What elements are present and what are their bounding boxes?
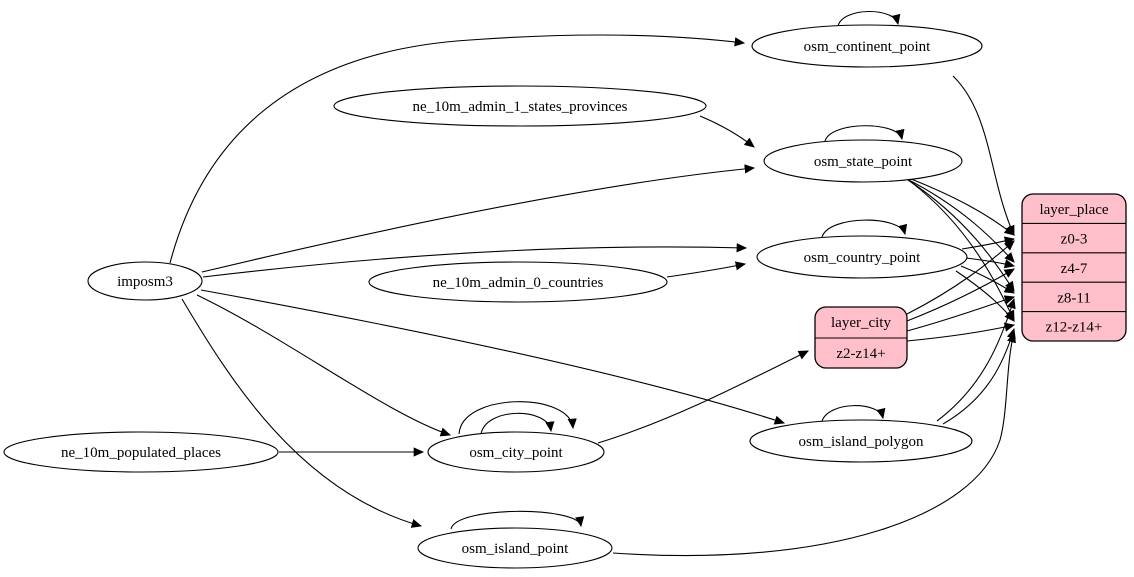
ne_10m_populated_places-label: ne_10m_populated_places <box>61 445 221 461</box>
edge-osm_island_polygon-z12-z14 <box>942 327 1016 425</box>
edge-layer_city-z4-7 <box>906 268 1015 322</box>
edge-layer_city-z8-11 <box>906 295 1016 332</box>
edge-osm_continent_point-z0-3 <box>952 75 1015 237</box>
node-layer_city: layer_city z2-z14+ <box>814 306 908 369</box>
layer_place-row-z8-11: z8-11 <box>1057 291 1091 307</box>
osm_island_polygon-shape <box>749 419 973 463</box>
layer_city-title: layer_city <box>831 315 891 331</box>
selfloop-osm_island_point <box>450 510 585 530</box>
node-osm_island_polygon: osm_island_polygon <box>749 419 973 463</box>
node-imposm3: imposm3 <box>87 261 203 301</box>
node-ne_10m_populated_places: ne_10m_populated_places <box>3 431 279 473</box>
edge-osm_state_point-z0-3 <box>900 174 1015 236</box>
edge-osm_country_point-z0-3 <box>961 236 1016 250</box>
ne_10m_admin_1_states_provinces-shape <box>333 85 707 127</box>
edge-imposm3-osm_city_point <box>196 294 452 437</box>
osm_country_point-shape <box>756 235 968 279</box>
osm_island_point-shape <box>417 527 613 569</box>
osm_continent_point-label: osm_continent_point <box>804 39 931 55</box>
selfloop-osm_state_point <box>824 125 905 142</box>
edge-layer_city-z0-3 <box>906 240 1015 315</box>
edge-imposm3-osm_continent_point <box>169 34 746 264</box>
node-osm_city_point: osm_city_point <box>427 431 605 473</box>
osm_state_point-label: osm_state_point <box>814 154 913 170</box>
edge-osm_country_point-z12-z14 <box>955 270 1015 322</box>
edge-osm_island_point-z12-z14 <box>612 331 1016 557</box>
node-osm_country_point: osm_country_point <box>756 235 968 279</box>
imposm3-label: imposm3 <box>117 274 173 290</box>
osm_city_point-shape <box>427 431 605 473</box>
layer_city-row-z2-z14: z2-z14+ <box>836 346 885 362</box>
ne_10m_admin_0_countries-shape <box>368 261 668 303</box>
selfloop-osm_city_point-outer <box>458 401 577 435</box>
edge-imposm3-osm_island_point <box>181 298 423 528</box>
edge-osm_state_point-z8-11 <box>907 179 1015 292</box>
ne_10m_admin_0_countries-label: ne_10m_admin_0_countries <box>433 275 604 291</box>
node-osm_state_point: osm_state_point <box>763 139 963 183</box>
node-osm_continent_point: osm_continent_point <box>751 24 983 68</box>
edge-osm_country_point-z8-11 <box>960 265 1015 294</box>
osm_country_point-label: osm_country_point <box>804 250 921 266</box>
osm_island_point-label: osm_island_point <box>462 541 570 557</box>
edge-imposm3-osm_country_point <box>202 243 748 278</box>
node-ne_10m_admin_1_states_provinces: ne_10m_admin_1_states_provinces <box>333 85 707 127</box>
imposm3-shape <box>87 261 203 301</box>
edge-imposm3-osm_island_polygon <box>200 289 786 425</box>
edge-layer_city-z12-z14 <box>906 322 1016 342</box>
selfloop-osm_city_point-inner <box>480 412 555 435</box>
edge-osm_country_point-z4-7 <box>965 257 1016 269</box>
osm_island_polygon-label: osm_island_polygon <box>798 434 924 450</box>
layer_place-row-z12-z14: z12-z14+ <box>1046 320 1103 336</box>
node-ne_10m_admin_0_countries: ne_10m_admin_0_countries <box>368 261 668 303</box>
edge-group <box>169 10 1016 557</box>
osm_city_point-label: osm_city_point <box>469 445 563 461</box>
osm_continent_point-shape <box>751 24 983 68</box>
selfloop-osm_country_point <box>821 219 908 238</box>
edge-osm_state_point-z4-7 <box>904 177 1015 263</box>
node-osm_island_point: osm_island_point <box>417 527 613 569</box>
osm_state_point-shape <box>763 139 963 183</box>
ne_10m_populated_places-shape <box>3 431 279 473</box>
edge-imposm3-osm_state_point <box>201 164 756 273</box>
edge-ne_10m_admin_0_countries-osm_country_point <box>666 261 747 278</box>
layer_place-row-z0-3: z0-3 <box>1061 232 1088 248</box>
layer_place-shape <box>1021 193 1127 342</box>
layer_place-title: layer_place <box>1039 202 1108 218</box>
ne_10m_admin_1_states_provinces-label: ne_10m_admin_1_states_provinces <box>413 99 628 115</box>
edge-osm_island_polygon-z8-11 <box>936 297 1016 422</box>
layer_place-row-z4-7: z4-7 <box>1061 261 1088 277</box>
edge-ne_10m_admin_1_states_provinces-osm_state_point <box>699 115 755 148</box>
selfloop-osm_continent_point <box>837 10 901 27</box>
edge-osm_city_point-layer_city <box>597 350 809 444</box>
selfloop-osm_island_polygon <box>821 405 886 422</box>
node-layer_place: layer_place z0-3 z4-7 z8-11 z12-z14+ <box>1021 193 1127 342</box>
